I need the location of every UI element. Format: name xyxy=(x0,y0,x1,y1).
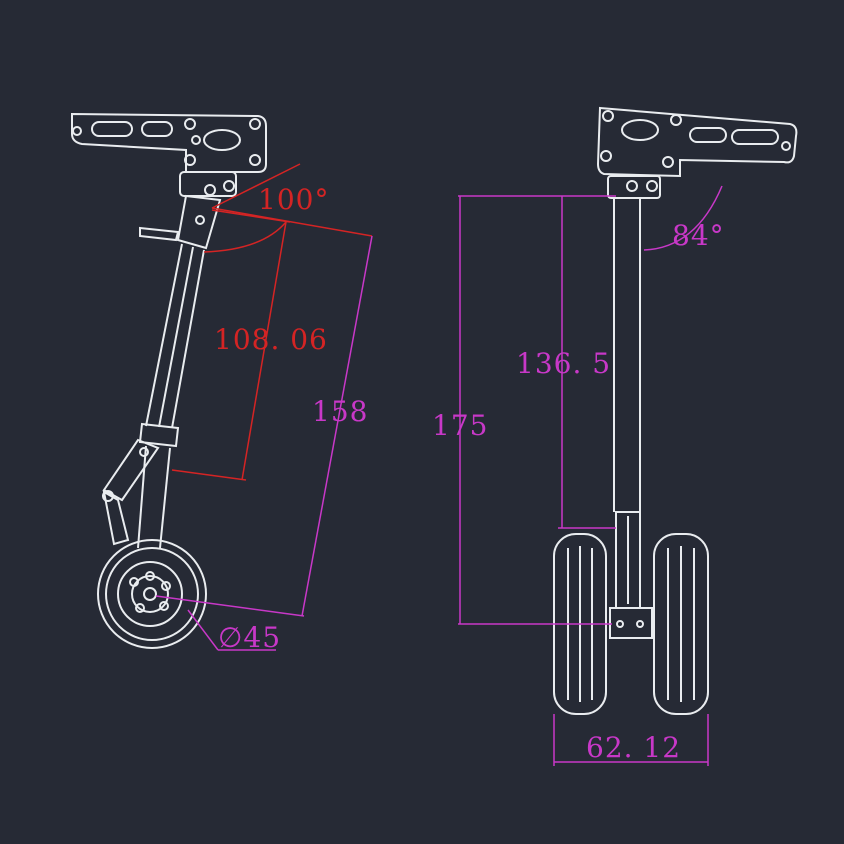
bracket-bolt-5 xyxy=(249,154,261,166)
front-magenta-dimensions xyxy=(458,185,723,766)
dim-108-ext-bot xyxy=(171,469,247,481)
torque-link-upper xyxy=(102,438,160,502)
side-strut-length-label: 108. 06 xyxy=(214,323,328,356)
bracket-bolt-2 xyxy=(184,118,196,130)
pivot-block xyxy=(179,171,237,197)
side-wheel-axle xyxy=(143,587,157,601)
angle-arc-100 xyxy=(203,221,287,253)
front-wheel-right xyxy=(653,533,709,715)
dim-108-line xyxy=(241,221,287,481)
hub-bolt-5 xyxy=(145,571,155,581)
side-wheel-rim xyxy=(117,561,183,627)
hub-bolt-1 xyxy=(129,577,139,587)
side-mount-bracket xyxy=(71,112,267,173)
front-pivot-block xyxy=(607,175,661,199)
pivot-pin-1 xyxy=(204,184,216,196)
front-strut-height-label: 136. 5 xyxy=(516,347,612,380)
strut-tube-mid xyxy=(158,246,194,428)
front-mount-bracket xyxy=(596,106,798,178)
hub-bolt-2 xyxy=(161,581,171,591)
dim-45-leader xyxy=(187,609,219,651)
front-view-gear xyxy=(553,106,798,715)
dim-158-ext-bot xyxy=(155,595,305,617)
front-angle-label: 84° xyxy=(672,219,725,252)
front-bolt-3 xyxy=(600,150,612,162)
strut-handle xyxy=(139,226,180,242)
hub-bolt-3 xyxy=(135,603,145,613)
strut-tube-left xyxy=(145,243,183,427)
side-view-gear xyxy=(71,112,267,649)
hub-bolt-4 xyxy=(159,601,169,611)
side-red-dimensions xyxy=(171,163,373,481)
front-total-height-label: 175 xyxy=(432,409,489,442)
oleo-right xyxy=(159,447,171,549)
front-pivot-pin xyxy=(626,180,638,192)
bracket-bolt-4 xyxy=(184,154,196,166)
side-overall-length-label: 158 xyxy=(312,395,369,428)
bracket-bolt-3 xyxy=(249,118,261,130)
front-axle-block xyxy=(609,607,653,639)
side-wheel-tire xyxy=(97,539,207,649)
pivot-pin-2 xyxy=(223,180,235,192)
front-bolt-4 xyxy=(662,156,674,168)
bracket-bolt-1 xyxy=(72,126,82,136)
bracket-slot-2 xyxy=(141,121,173,137)
front-cam xyxy=(621,119,659,141)
side-magenta-dimensions xyxy=(155,235,373,651)
angle-ext-line xyxy=(211,163,301,209)
side-angle-label: 100° xyxy=(258,183,330,216)
wheel-diameter-label: ∅45 xyxy=(218,621,282,654)
front-slot-2 xyxy=(731,129,779,145)
torque-link-pin-2 xyxy=(139,447,149,457)
strut-housing xyxy=(176,194,222,250)
front-pivot-pin-2 xyxy=(646,180,658,192)
side-wheel-hub xyxy=(131,575,169,613)
bracket-cam xyxy=(203,129,241,151)
bracket-slot-1 xyxy=(91,121,133,137)
front-axle-pin-2 xyxy=(636,620,644,628)
front-bolt-1 xyxy=(602,110,614,122)
front-bolt-5 xyxy=(781,141,791,151)
strut-tube-right xyxy=(171,249,205,429)
side-wheel-tire-inner xyxy=(105,547,199,641)
dim-158-line xyxy=(301,235,373,617)
torque-link-lower xyxy=(102,490,130,546)
strut-collar xyxy=(138,422,180,448)
front-slot-1 xyxy=(689,127,727,143)
front-axle-pin-1 xyxy=(616,620,624,628)
angle-arc-84 xyxy=(643,185,723,251)
housing-pin xyxy=(195,215,205,225)
oleo-left xyxy=(137,445,147,549)
torque-link-pin xyxy=(102,490,114,502)
front-bolt-2 xyxy=(670,114,682,126)
bracket-bolt-6 xyxy=(191,135,201,145)
dim-108-ext-top xyxy=(211,209,291,223)
front-track-width-label: 62. 12 xyxy=(586,731,682,764)
angle-ext-line-2 xyxy=(211,207,373,237)
